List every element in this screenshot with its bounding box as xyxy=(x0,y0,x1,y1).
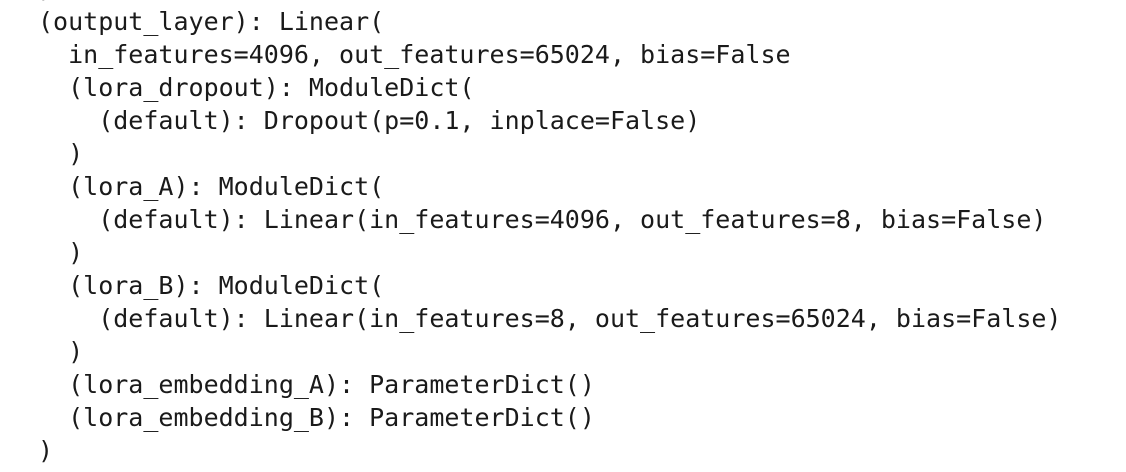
code-line: ) xyxy=(38,436,54,465)
code-line: (lora_embedding_B): ParameterDict() xyxy=(38,403,595,432)
code-line: (lora_embedding_A): ParameterDict() xyxy=(38,370,595,399)
code-line: ) xyxy=(38,238,84,267)
code-line: in_features=4096, out_features=65024, bi… xyxy=(38,40,791,69)
code-line: (lora_dropout): ModuleDict( xyxy=(38,73,475,102)
code-line: ) xyxy=(38,337,84,366)
code-line: ) xyxy=(38,139,84,168)
code-line: (lora_A): ModuleDict( xyxy=(38,172,385,201)
code-line: ) xyxy=(38,0,1062,5)
code-line: (default): Linear(in_features=8, out_fea… xyxy=(38,304,1062,333)
code-line: (lora_B): ModuleDict( xyxy=(38,271,385,300)
code-line: (default): Dropout(p=0.1, inplace=False) xyxy=(38,106,701,135)
model-printout: ) (output_layer): Linear( in_features=409… xyxy=(38,0,1062,467)
code-line: (output_layer): Linear( xyxy=(38,7,385,36)
code-line: (default): Linear(in_features=4096, out_… xyxy=(38,205,1047,234)
